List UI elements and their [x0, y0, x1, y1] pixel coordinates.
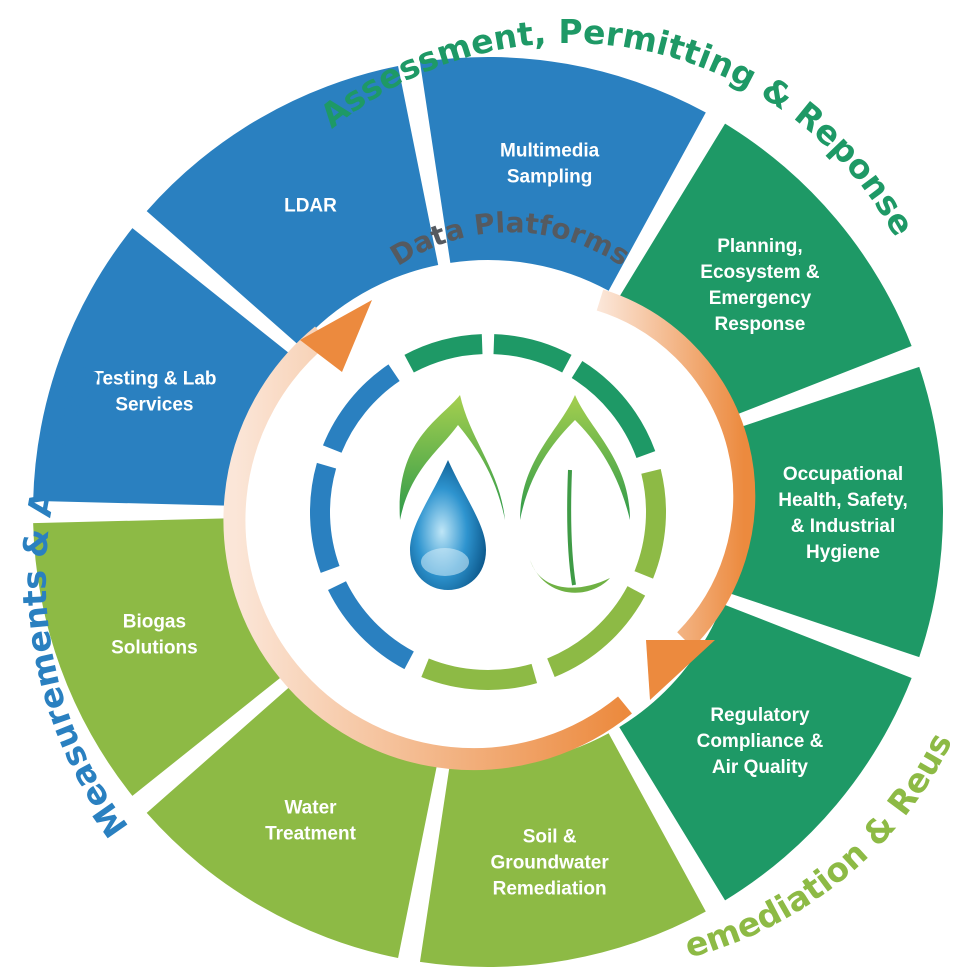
- inner-ring-segment: [404, 334, 483, 373]
- segment-label-line: Solutions: [111, 637, 198, 658]
- segment-label-line: Testing & Lab: [92, 369, 216, 390]
- inner-ring-segment: [634, 468, 666, 579]
- water-drop-and-leaf-logo-icon: [399, 395, 630, 593]
- arrowhead-down-icon: [646, 640, 715, 700]
- service-ring: [33, 56, 943, 967]
- inner-ring-segment: [571, 361, 656, 458]
- segment-3: [619, 603, 912, 901]
- segment-label-line: Groundwater: [491, 853, 610, 874]
- arrowhead-up-icon: [300, 300, 372, 372]
- segment-label-8: LDAR: [284, 196, 337, 217]
- segment-label-line: Multimedia: [500, 140, 600, 161]
- segment-label-line: Biogas: [123, 611, 186, 632]
- segment-8: [146, 65, 439, 346]
- segment-label-line: Occupational: [783, 464, 903, 485]
- segment-label-line: Air Quality: [712, 757, 809, 778]
- segment-label-line: Health, Safety,: [778, 490, 908, 511]
- segment-label-line: Hygiene: [806, 542, 880, 563]
- segment-label-line: Services: [115, 395, 193, 416]
- segment-label-line: & Industrial: [791, 516, 896, 537]
- segment-2: [726, 366, 943, 658]
- segment-label-line: Water: [284, 797, 337, 818]
- cycle-arrows: [223, 289, 756, 771]
- segment-label-line: Planning,: [717, 236, 803, 257]
- inner-ring-segment: [421, 658, 538, 690]
- inner-ring-segment: [547, 586, 646, 678]
- segment-5: [146, 678, 439, 959]
- segment-label-line: Emergency: [709, 288, 812, 309]
- cycle-arrow-left: [223, 326, 632, 771]
- inner-ring-segment: [310, 462, 340, 573]
- segment-4: [419, 733, 706, 967]
- segment-7: [33, 228, 292, 506]
- segment-label-line: Compliance &: [697, 731, 824, 752]
- segment-label-line: Treatment: [265, 823, 356, 844]
- segment-label-line: Response: [715, 314, 806, 335]
- cycle-arrow-right: [596, 289, 756, 648]
- segment-label-line: Soil &: [523, 827, 577, 848]
- inner-ring-segment: [322, 364, 400, 453]
- segment-6: [33, 518, 292, 796]
- inner-ring-segment: [328, 581, 414, 670]
- segment-9: [419, 56, 706, 291]
- segment-label-line: Ecosystem &: [700, 262, 820, 283]
- segment-label-line: Sampling: [507, 166, 593, 187]
- segment-label-line: LDAR: [284, 196, 337, 217]
- inner-ring-segment: [493, 334, 572, 373]
- segment-label-line: Remediation: [493, 879, 607, 900]
- segment-label-line: Regulatory: [710, 705, 810, 726]
- inner-segment-ring: [310, 334, 666, 690]
